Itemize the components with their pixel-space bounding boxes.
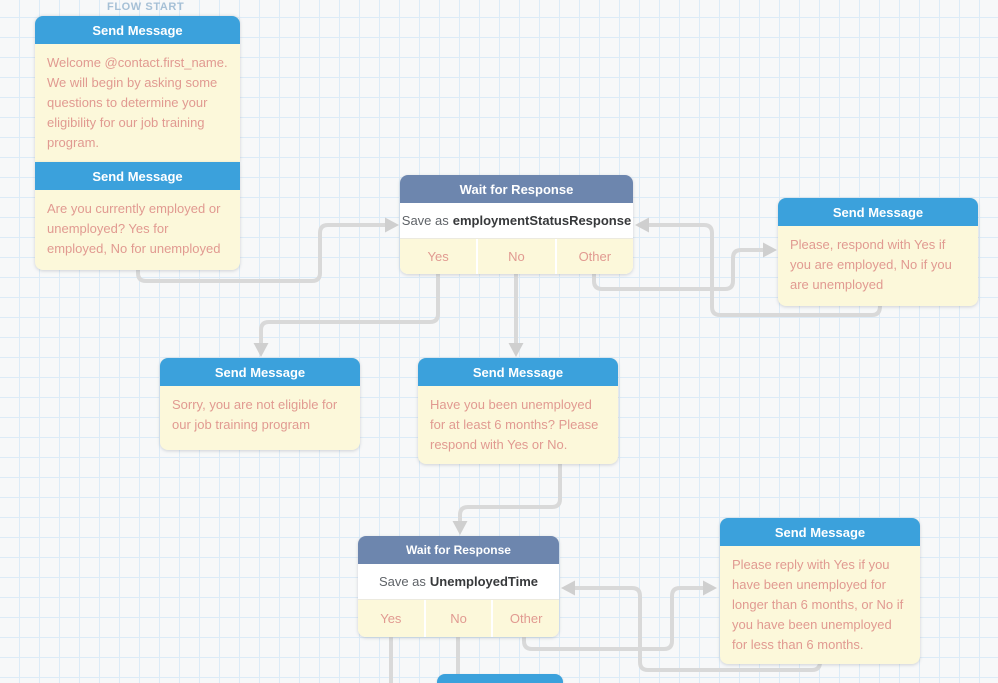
connector-wait1-other-to-reminder (592, 248, 764, 291)
node-header: Send Message (35, 16, 240, 44)
arrowhead-into-unemployed-reminder (703, 580, 717, 596)
option-no[interactable]: No (476, 239, 554, 274)
node-body-text[interactable]: Please, respond with Yes if you are empl… (790, 237, 952, 292)
option-other[interactable]: Other (491, 600, 559, 637)
node-header: Wait for Response (400, 175, 633, 203)
option-other[interactable]: Other (554, 239, 633, 274)
node-send-message-employment-reminder[interactable]: Send Message Please, respond with Yes if… (778, 198, 978, 306)
node-body-text[interactable]: Welcome @contact.first_name. We will beg… (47, 55, 228, 150)
save-variable-name: employmentStatusResponse (452, 213, 632, 228)
node-header: Send Message (720, 518, 920, 546)
arrowhead-into-wait1-left (385, 217, 399, 233)
node-header: Send Message (160, 358, 360, 386)
save-as-row[interactable]: Save as UnemployedTime (358, 564, 559, 600)
node-wait-employment-status[interactable]: Wait for Response Save as employmentStat… (400, 175, 633, 274)
save-variable-name: UnemployedTime (429, 574, 539, 589)
arrowhead-into-employment-reminder (763, 242, 777, 258)
save-as-prefix: Save as (378, 574, 426, 589)
options-row: Yes No Other (400, 239, 633, 274)
node-header: Send Message (778, 198, 978, 226)
save-as-prefix: Save as (401, 213, 449, 228)
node-header: Send Message (35, 162, 240, 190)
node-header: Send Message (418, 358, 618, 386)
connector-reminder-to-wait2 (575, 586, 822, 672)
option-yes[interactable]: Yes (427, 249, 449, 264)
node-send-message-employment-question[interactable]: Send Message Are you currently employed … (35, 162, 240, 270)
arrowhead-into-wait2-top (452, 521, 468, 535)
arrowhead-into-unemployed-question (508, 343, 524, 357)
save-as-row[interactable]: Save as employmentStatusResponse (400, 203, 633, 239)
arrowhead-into-wait2-right (561, 580, 575, 596)
node-send-message-welcome[interactable]: Send Message Welcome @contact.first_name… (35, 16, 240, 162)
node-body-text[interactable]: Are you currently employed or unemployed… (47, 201, 221, 256)
connector-question-to-wait1 (136, 223, 385, 283)
node-wait-unemployed-time[interactable]: Wait for Response Save as UnemployedTime… (358, 536, 559, 637)
arrowhead-into-wait1-right (635, 217, 649, 233)
partial-node-header[interactable] (437, 674, 563, 683)
connector-reminder-to-wait1 (649, 223, 882, 317)
node-body-text[interactable]: Sorry, you are not eligible for our job … (172, 397, 338, 432)
connector-wait1-yes-to-not-eligible (259, 274, 440, 343)
node-send-message-unemployed-reminder[interactable]: Send Message Please reply with Yes if yo… (720, 518, 920, 664)
arrowhead-into-not-eligible (253, 343, 269, 357)
flow-start-label: FLOW START (107, 1, 185, 13)
node-send-message-unemployed-question[interactable]: Send Message Have you been unemployed fo… (418, 358, 618, 464)
options-row: Yes No Other (358, 600, 559, 637)
option-no[interactable]: No (423, 600, 492, 637)
node-send-message-not-eligible[interactable]: Send Message Sorry, you are not eligible… (160, 358, 360, 450)
connector-unemployed-question-to-wait2 (458, 464, 562, 521)
option-yes[interactable]: Yes (380, 611, 402, 626)
node-body-text[interactable]: Have you been unemployed for at least 6 … (430, 397, 599, 452)
node-body-text[interactable]: Please reply with Yes if you have been u… (732, 557, 904, 652)
connector-wait2-other-to-reminder (522, 586, 703, 651)
node-header: Wait for Response (358, 536, 559, 564)
